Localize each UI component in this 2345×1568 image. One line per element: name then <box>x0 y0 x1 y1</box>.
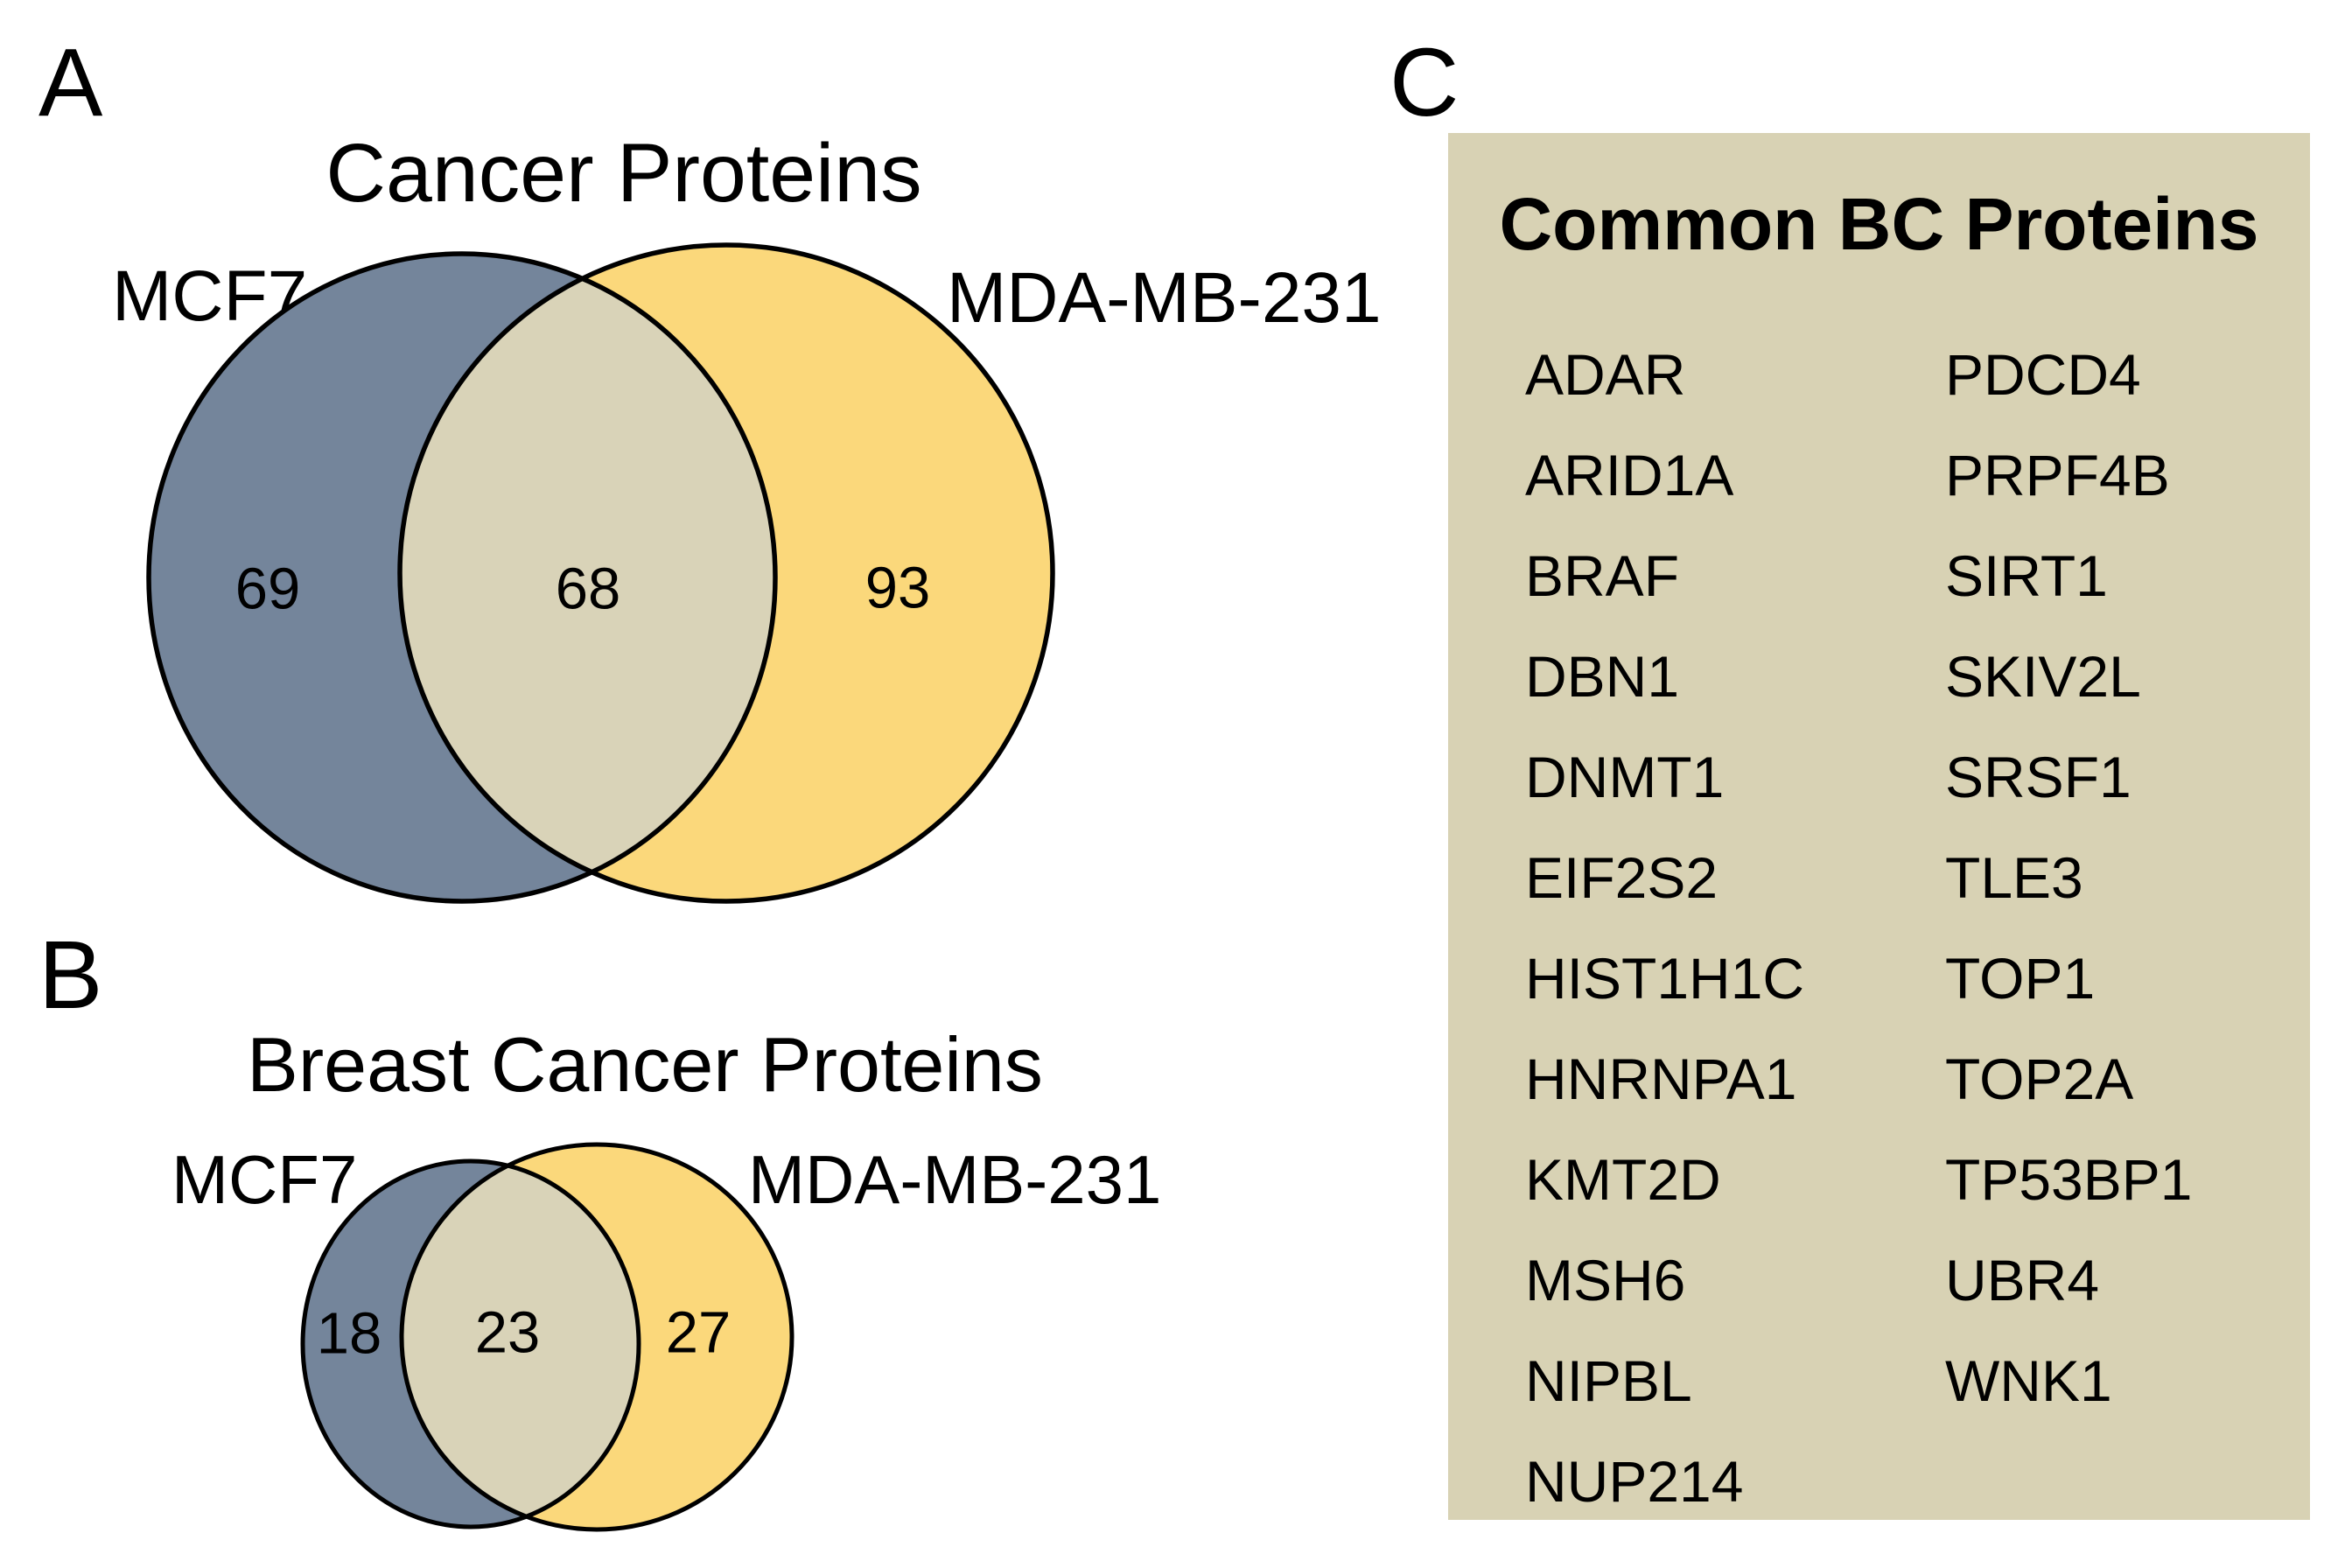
venn-a-left-count: 69 <box>235 556 301 622</box>
panel-b-letter: B <box>38 921 103 1029</box>
protein-item: TOP2A <box>1945 1046 2134 1111</box>
protein-item: TLE3 <box>1945 844 2083 910</box>
venn-a-right-count: 93 <box>865 556 931 621</box>
protein-item: DBN1 <box>1525 643 1680 709</box>
protein-item: MSH6 <box>1525 1247 1686 1312</box>
panel-a-letter: A <box>38 29 103 136</box>
panel-a-mda-label: MDA-MB-231 <box>947 258 1382 338</box>
common-bc-proteins-box: Common BC Proteins ADAR ARID1A BRAF DBN1… <box>1448 133 2310 1520</box>
protein-item: PDCD4 <box>1945 341 2141 407</box>
venn-b-right-count: 27 <box>666 1300 732 1366</box>
protein-item: UBR4 <box>1945 1247 2100 1312</box>
protein-item: ADAR <box>1525 341 1686 407</box>
venn-b-overlap-region <box>402 1161 639 1527</box>
protein-item: SIRT1 <box>1945 542 2108 608</box>
panel-b-mcf7-label: MCF7 <box>172 1141 358 1218</box>
protein-item: HNRNPA1 <box>1525 1046 1797 1111</box>
venn-b-mcf7-outline <box>300 1158 641 1530</box>
protein-item: ARID1A <box>1525 442 1734 508</box>
panel-a-venn: 69 68 93 <box>146 242 1055 904</box>
protein-item: BRAF <box>1525 542 1680 608</box>
venn-a-mcf7-outline <box>146 251 778 904</box>
protein-item: WNK1 <box>1945 1348 2112 1413</box>
protein-item: DNMT1 <box>1525 744 1725 809</box>
protein-item: TP53BP1 <box>1945 1146 2193 1212</box>
panel-a-title: Cancer Proteins <box>326 127 922 220</box>
venn-a-mda-outline <box>397 242 1055 904</box>
protein-item: TOP1 <box>1945 945 2096 1011</box>
protein-item: NUP214 <box>1525 1448 1744 1514</box>
venn-b-mda-outline <box>399 1142 794 1532</box>
venn-a-overlap-region <box>400 254 775 901</box>
protein-item: NIPBL <box>1525 1348 1692 1413</box>
protein-item: SKIV2L <box>1945 643 2141 709</box>
protein-item: EIF2S2 <box>1525 844 1718 910</box>
panel-b-mda-label: MDA-MB-231 <box>748 1141 1162 1218</box>
protein-item: KMT2D <box>1525 1146 1721 1212</box>
panel-b-title: Breast Cancer Proteins <box>247 1021 1043 1108</box>
protein-item: HIST1H1C <box>1525 945 1805 1011</box>
venn-b-overlap-count: 23 <box>475 1300 541 1366</box>
panel-c-title: Common BC Proteins <box>1499 183 2259 265</box>
panel-b-venn: 18 23 27 <box>300 1142 794 1532</box>
protein-list-column-2: PDCD4 PRPF4B SIRT1 SKIV2L SRSF1 TLE3 TOP… <box>1945 324 2193 1431</box>
protein-item: PRPF4B <box>1945 442 2170 508</box>
venn-a-overlap-count: 68 <box>556 556 621 622</box>
panel-c-letter: C <box>1390 29 1460 136</box>
protein-list-column-1: ADAR ARID1A BRAF DBN1 DNMT1 EIF2S2 HIST1… <box>1525 324 1804 1531</box>
protein-item: SRSF1 <box>1945 744 2132 809</box>
venn-b-left-count: 18 <box>317 1301 382 1367</box>
